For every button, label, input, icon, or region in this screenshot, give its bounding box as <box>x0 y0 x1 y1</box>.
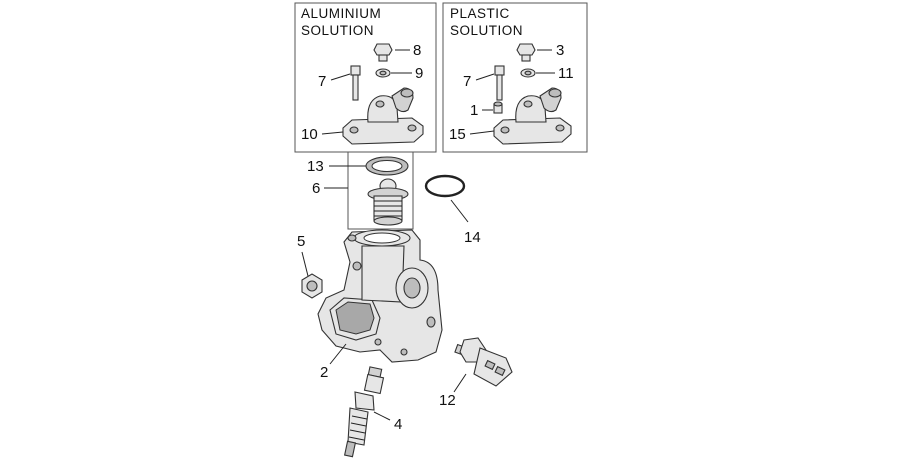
aluminium-title-line2: SOLUTION <box>301 23 374 38</box>
callout-6: 6 <box>312 180 320 197</box>
callout-8: 8 <box>413 42 421 59</box>
callout-2: 2 <box>320 364 328 381</box>
callout-15: 15 <box>449 126 466 143</box>
leader-lines <box>301 49 555 421</box>
temperature-sensor-12 <box>454 337 513 387</box>
bush-1 <box>493 101 503 114</box>
callout-4: 4 <box>394 416 402 433</box>
plastic-title-line1: PLASTIC <box>450 6 510 21</box>
callout-7-plastic: 7 <box>463 73 471 90</box>
callout-14: 14 <box>464 229 481 246</box>
callout-12: 12 <box>439 392 456 409</box>
callouts: 8 9 7 10 3 11 7 1 15 13 6 14 5 2 12 4 <box>297 42 574 433</box>
callout-5: 5 <box>297 233 305 250</box>
aluminium-title-line1: ALUMINIUM <box>301 6 381 21</box>
callout-13: 13 <box>307 158 324 175</box>
bolt-3 <box>516 43 536 62</box>
plastic-solution-box: PLASTIC SOLUTION <box>442 2 588 153</box>
bolt-7-aluminium <box>350 65 361 101</box>
bolt-8 <box>373 43 393 62</box>
thermostat-cover-plastic <box>493 87 572 145</box>
plastic-title-line2: SOLUTION <box>450 23 523 38</box>
thermostat-housing <box>317 229 443 363</box>
seal-ring-13 <box>365 156 409 176</box>
callout-11: 11 <box>558 65 574 82</box>
thermostat-group-box <box>347 151 414 230</box>
thermostat-6 <box>367 178 409 226</box>
callout-1: 1 <box>470 102 478 119</box>
callout-3: 3 <box>556 42 564 59</box>
thermostat-cover-aluminium <box>342 87 424 145</box>
callout-9: 9 <box>415 65 423 82</box>
callout-7-aluminium: 7 <box>318 73 326 90</box>
callout-10: 10 <box>301 126 318 143</box>
nut-5 <box>301 273 323 299</box>
spark-plug-4 <box>343 366 385 458</box>
bolt-7-plastic <box>494 65 505 101</box>
aluminium-solution-box: ALUMINIUM SOLUTION <box>294 2 437 153</box>
o-ring-14 <box>424 174 466 198</box>
